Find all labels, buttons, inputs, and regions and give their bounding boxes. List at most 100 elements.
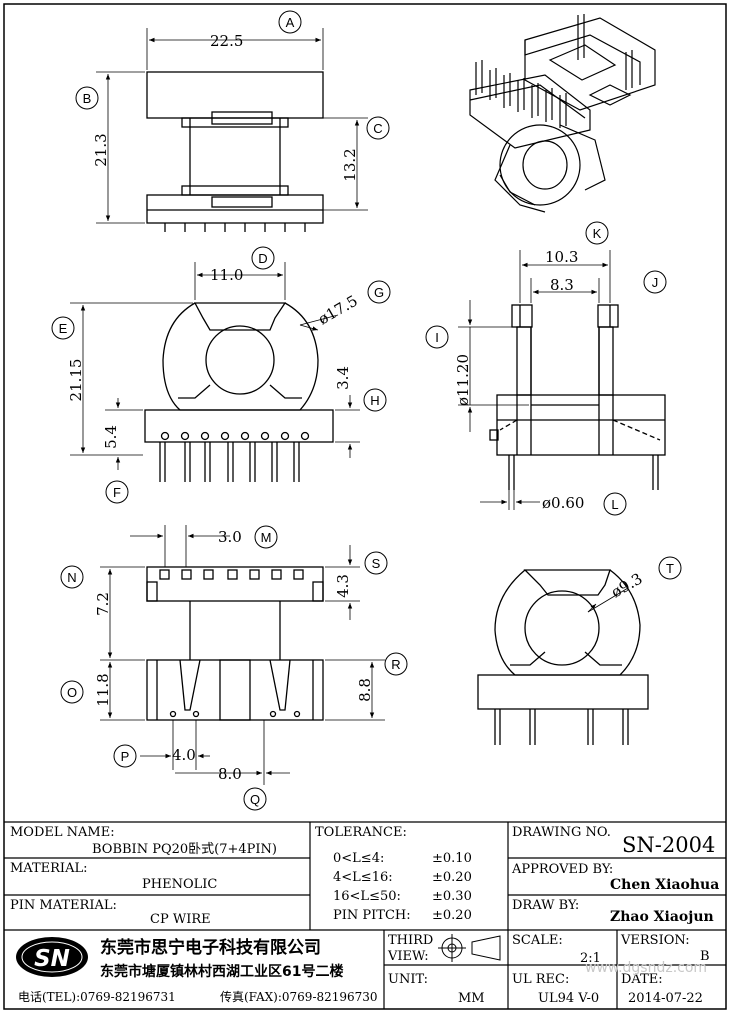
svg-text:E: E (59, 321, 68, 336)
third-angle-projection-icon (438, 934, 501, 962)
watermark: www.dgsndz.com (585, 960, 707, 976)
sheet-border (3, 3, 727, 1010)
model-name-label: MODEL NAME: (10, 825, 115, 840)
svg-text:SN: SN (34, 946, 70, 972)
side-view-dims (70, 262, 360, 470)
svg-text:H: H (370, 393, 379, 408)
dim-A: 22.5 (210, 32, 243, 50)
dim-I: ø11.20 (454, 354, 472, 406)
callout-N: N (60, 565, 84, 589)
pin-material-value: CP WIRE (150, 912, 211, 927)
title-block: MODEL NAME: BOBBIN PQ20卧式(7+4PIN) MATERI… (4, 821, 726, 1009)
dim-N: 7.2 (94, 592, 112, 616)
unit-value: MM (458, 991, 485, 1006)
svg-text:C: C (373, 121, 382, 136)
callout-I: I (425, 325, 449, 349)
side-view-2 (477, 569, 649, 745)
svg-text:L: L (611, 497, 618, 512)
callout-D: D (251, 246, 275, 270)
pin-material-label: PIN MATERIAL: (10, 898, 117, 913)
third-view-label-1: THIRD (388, 933, 433, 948)
company-address: 东莞市塘厦镇林村西湖工业区61号二楼 (100, 963, 343, 980)
dimension-labels: 22.5 21.3 13.2 11.0 21.15 5.4 ø17.5 3.4 … (67, 32, 645, 783)
callouts: A B C D E F G H I J K L M N O P Q R S T (51, 10, 682, 811)
tolerance-value-4: ±0.20 (432, 908, 472, 923)
tolerance-range-4: PIN PITCH: (333, 908, 411, 923)
callout-M: M (254, 525, 278, 549)
end-view-dims (458, 250, 611, 510)
svg-text:Q: Q (250, 792, 260, 807)
version-label: VERSION: (620, 933, 690, 948)
svg-text:P: P (121, 749, 130, 764)
version-value: B (700, 949, 710, 964)
dim-B: 21.3 (92, 133, 110, 166)
fax: 传真(FAX):0769-82196730 (220, 989, 378, 1004)
date-value: 2014-07-22 (628, 991, 703, 1006)
dim-M: 3.0 (218, 528, 242, 546)
callout-H: H (363, 388, 387, 412)
svg-text:G: G (374, 285, 384, 300)
dim-C: 13.2 (341, 148, 359, 181)
third-view-label-2: VIEW: (387, 949, 429, 964)
svg-text:O: O (67, 685, 77, 700)
dim-G: ø17.5 (315, 292, 361, 329)
side-view (144, 302, 334, 482)
tel: 电话(TEL):0769-82196731 (18, 990, 176, 1004)
end-view (489, 304, 666, 490)
dim-E: 21.15 (67, 359, 85, 402)
material-value: PHENOLIC (142, 877, 217, 892)
draw-by-value: Zhao Xiaojun (610, 909, 714, 925)
company-name: 东莞市思宁电子科技有限公司 (100, 937, 321, 958)
approved-by-label: APPROVED BY: (511, 862, 613, 877)
drawing-no-value: SN-2004 (622, 833, 715, 857)
dim-O: 11.8 (94, 673, 112, 706)
drawing-no-label: DRAWING NO. (512, 825, 611, 840)
svg-text:N: N (67, 570, 76, 585)
dim-P: 4.0 (172, 746, 196, 764)
material-label: MATERIAL: (10, 861, 87, 876)
front-view-dims (96, 28, 368, 224)
isometric-view (469, 14, 656, 213)
svg-text:F: F (113, 485, 121, 500)
ul-rec-value: UL94 V-0 (538, 991, 599, 1006)
date-label: DATE: (621, 972, 663, 987)
dim-Q: 8.0 (218, 765, 242, 783)
callout-F: F (105, 480, 129, 504)
model-name-value: BOBBIN PQ20卧式(7+4PIN) (92, 842, 277, 857)
svg-text:T: T (666, 561, 674, 576)
callout-O: O (60, 680, 84, 704)
callout-C: C (366, 116, 390, 140)
dim-T: ø9.3 (608, 569, 645, 601)
svg-text:R: R (391, 657, 400, 672)
callout-Q: Q (243, 787, 267, 811)
callout-B: B (75, 86, 99, 110)
tolerance-range-2: 4<L≤16: (333, 870, 393, 885)
dim-K: 10.3 (545, 248, 578, 266)
svg-text:M: M (261, 530, 272, 545)
dim-S: 4.3 (334, 574, 352, 598)
dim-J: 8.3 (550, 276, 574, 294)
top-view-dims (100, 525, 385, 785)
callout-G: G (367, 280, 391, 304)
dim-F: 5.4 (102, 425, 120, 449)
svg-text:I: I (435, 330, 439, 345)
callout-K: K (585, 221, 609, 245)
callout-E: E (51, 316, 75, 340)
callout-S: S (364, 551, 388, 575)
svg-text:D: D (258, 251, 267, 266)
svg-text:K: K (593, 226, 602, 241)
side-view-2-dims (587, 587, 629, 613)
ul-rec-label: UL REC: (512, 972, 569, 987)
approved-by-value: Chen Xiaohua (610, 877, 719, 893)
unit-label: UNIT: (388, 972, 428, 987)
company-logo: SN (16, 937, 88, 977)
dim-R: 8.8 (356, 678, 374, 702)
callout-T: T (658, 556, 682, 580)
callout-R: R (384, 652, 408, 676)
tolerance-value-3: ±0.30 (432, 889, 472, 904)
callout-P: P (113, 744, 137, 768)
tolerance-range-3: 16<L≤50: (333, 889, 401, 904)
top-view (146, 566, 324, 721)
callout-L: L (603, 492, 627, 516)
